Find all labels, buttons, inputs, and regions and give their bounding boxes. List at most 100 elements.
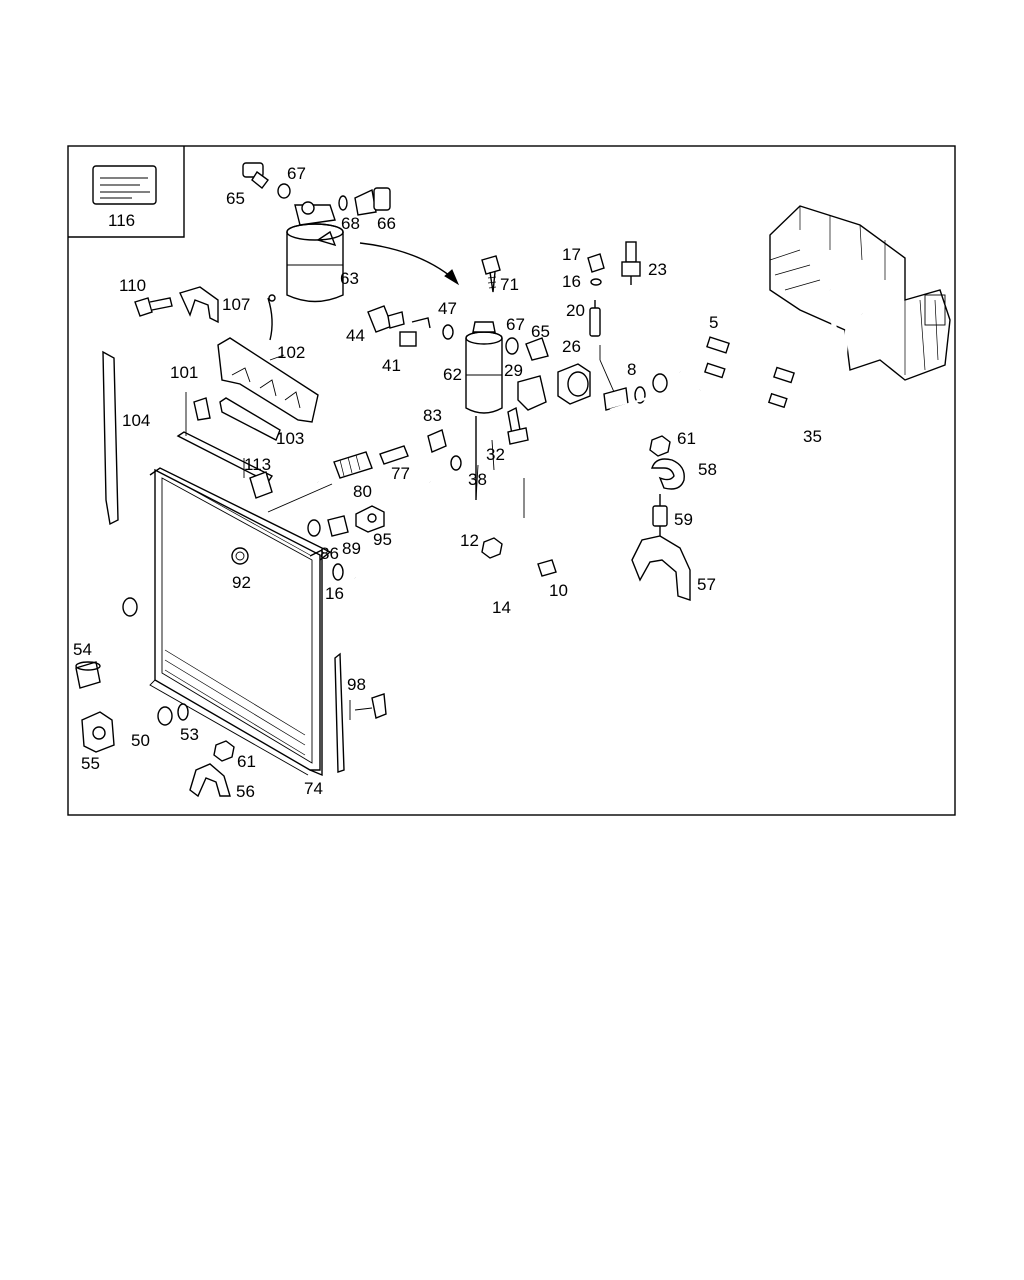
label-23: 23 <box>648 260 667 279</box>
label-38: 38 <box>468 470 487 489</box>
label-26: 26 <box>562 337 581 356</box>
bracket-56 <box>189 763 231 798</box>
fitting-80 <box>333 451 373 479</box>
seal-16-condenser <box>332 563 344 581</box>
label-67b: 67 <box>506 315 525 334</box>
strip-103 <box>219 397 281 441</box>
condenser <box>149 467 332 777</box>
label-35: 35 <box>803 427 822 446</box>
label-98: 98 <box>347 675 366 694</box>
seal-47 <box>442 324 454 340</box>
label-17: 17 <box>562 245 581 264</box>
fitting-44 <box>367 305 405 333</box>
label-59: 59 <box>674 510 693 529</box>
seal-29 <box>505 337 519 355</box>
label-5: 5 <box>709 313 718 332</box>
inset-label: 116 <box>108 211 135 230</box>
label-110: 110 <box>119 276 146 295</box>
valve-77 <box>379 445 409 465</box>
label-65: 65 <box>226 189 245 208</box>
label-92: 92 <box>232 573 251 592</box>
label-10: 10 <box>549 581 568 600</box>
label-63: 63 <box>340 269 359 288</box>
inset-box-116: 116 <box>68 146 185 238</box>
seal-53 <box>177 703 189 721</box>
bracket-107 <box>179 286 219 324</box>
grommet-89 <box>327 515 349 537</box>
nut-61-left <box>213 740 235 762</box>
clip-113 <box>249 471 273 499</box>
label-66: 66 <box>377 214 396 233</box>
label-57: 57 <box>697 575 716 594</box>
label-95: 95 <box>373 530 392 549</box>
clamp-58 <box>651 458 685 490</box>
label-12: 12 <box>460 531 479 550</box>
label-8: 8 <box>627 360 636 379</box>
label-107: 107 <box>222 295 250 314</box>
seal-ring-68 <box>338 195 348 211</box>
label-67: 67 <box>287 164 306 183</box>
label-65b: 65 <box>531 322 550 341</box>
bracket-57 <box>631 535 691 601</box>
line-5 <box>628 289 841 381</box>
bolt-32 <box>507 406 529 445</box>
switch-65b <box>525 337 549 361</box>
nut-12 <box>481 537 503 559</box>
nut-95 <box>355 505 385 533</box>
bolt-110 <box>134 297 173 317</box>
bushing-54 <box>75 661 101 689</box>
switch-23 <box>621 241 641 285</box>
arrow <box>359 242 456 281</box>
label-58: 58 <box>698 460 717 479</box>
label-53: 53 <box>180 725 199 744</box>
label-47: 47 <box>438 299 457 318</box>
leader-lines <box>185 345 615 720</box>
label-16b: 16 <box>325 584 344 603</box>
clamp-32 <box>517 375 547 411</box>
label-55: 55 <box>81 754 100 773</box>
label-86: 86 <box>320 544 339 563</box>
label-102: 102 <box>277 343 305 362</box>
bracket-55 <box>81 711 115 753</box>
shroud-102 <box>217 294 319 423</box>
strip-101 <box>176 431 274 483</box>
label-54: 54 <box>73 640 92 659</box>
diagram-frame <box>67 145 956 816</box>
label-77: 77 <box>391 464 410 483</box>
part-labels: 65 67 68 66 63 71 17 16 23 110 107 47 44… <box>73 164 822 801</box>
seal-ring-67 <box>277 183 291 199</box>
label-50: 50 <box>131 731 150 750</box>
seal-16 <box>590 278 602 286</box>
fitting-10 <box>537 559 557 577</box>
receiver-drier-62 <box>465 321 503 414</box>
label-68: 68 <box>341 214 360 233</box>
label-113: 113 <box>244 455 271 474</box>
grommet-86 <box>307 519 321 537</box>
label-20: 20 <box>566 301 585 320</box>
stud-59 <box>652 494 668 538</box>
strip-104 <box>102 350 119 526</box>
label-101: 101 <box>170 363 198 382</box>
bushing-26 <box>557 363 591 405</box>
bracket-98 <box>334 652 387 773</box>
nut-61-right <box>649 435 671 457</box>
cap-17 <box>587 253 605 273</box>
label-61: 61 <box>677 429 696 448</box>
evaporator-housing <box>769 205 951 381</box>
cap-83 <box>427 429 447 453</box>
label-29: 29 <box>504 361 523 380</box>
screw-71 <box>481 255 501 293</box>
label-104: 104 <box>122 411 150 430</box>
label-61b: 61 <box>237 752 256 771</box>
label-16: 16 <box>562 272 581 291</box>
label-74: 74 <box>304 779 323 798</box>
valve-20 <box>589 300 601 337</box>
label-14: 14 <box>492 598 511 617</box>
label-44: 44 <box>346 326 365 345</box>
pressure-switch-65 <box>242 162 269 189</box>
label-32: 32 <box>486 445 505 464</box>
label-56: 56 <box>236 782 255 801</box>
label-62: 62 <box>443 365 462 384</box>
sensor-66 <box>354 187 391 216</box>
